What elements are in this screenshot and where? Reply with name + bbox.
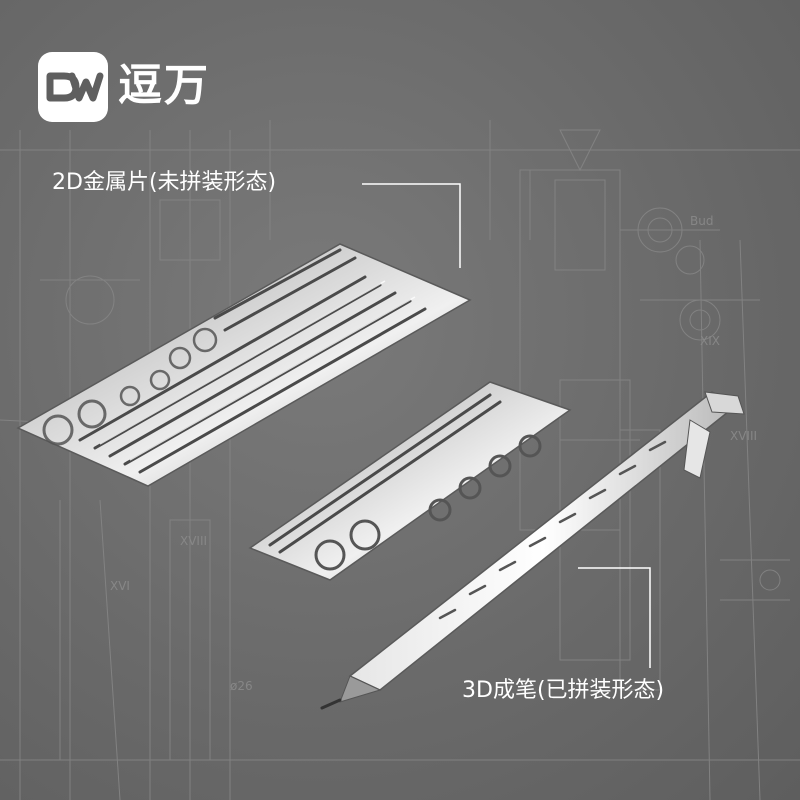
svg-text:XIX: XIX: [700, 334, 720, 348]
svg-text:ø26: ø26: [230, 679, 253, 693]
flat-sheet-callout: 2D金属片(未拼装形态): [52, 170, 277, 195]
svg-text:XVI: XVI: [110, 579, 130, 593]
svg-text:XVIII: XVIII: [180, 534, 207, 548]
metal-sheet-small-icon: [248, 381, 572, 581]
svg-text:XVIII: XVIII: [730, 429, 757, 443]
metal-sheet-large-icon: [16, 243, 472, 487]
flat-sheet-leader-line: [362, 183, 461, 268]
assembled-pen-callout: 3D成笔(已拼装形态): [462, 678, 665, 703]
mechanical-pencil-icon: [320, 391, 745, 710]
brand-name: 逗万: [118, 60, 210, 111]
assembled-pen-leader-line: [578, 567, 651, 668]
brand-logo: [38, 52, 108, 122]
svg-text:Bud: Bud: [690, 214, 713, 228]
dw-logo-icon: [46, 72, 104, 102]
